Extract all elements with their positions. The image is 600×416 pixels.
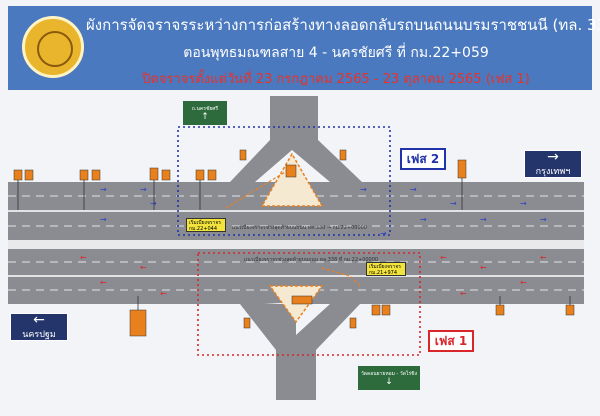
start-diversion-upper-km: กม.22+044 xyxy=(189,226,218,232)
svg-text:→: → xyxy=(380,229,387,238)
phase2-area xyxy=(177,126,391,236)
sign-to-bangkok: → กรุงเทพฯ xyxy=(524,150,582,178)
svg-text:→: → xyxy=(410,185,417,194)
upper-work-zone xyxy=(260,152,324,207)
phase2-label: เฟส 2 xyxy=(400,148,446,170)
closure-dates: ปิดจราจรตั้งแต่วันที่ 23 กรกฎาคม 2565 - … xyxy=(142,72,530,87)
sign-to-temple-label: วัดดอนยายหอม - วัดไร่ขิง xyxy=(360,370,418,377)
upper-span-note: แนวเบี่ยงจราจรช่วงสุดท้ายบนถนน ทล.338 → … xyxy=(232,225,367,231)
arrow-left-icon: ← xyxy=(33,312,45,328)
svg-text:→: → xyxy=(100,185,107,194)
svg-text:←: ← xyxy=(480,263,487,272)
svg-text:→: → xyxy=(100,215,107,224)
svg-text:→: → xyxy=(540,215,547,224)
svg-text:→: → xyxy=(420,215,427,224)
phase1-label: เฟส 1 xyxy=(428,330,474,352)
header-banner: ผังการจัดจราจรระหว่างการก่อสร้างทางลอดกล… xyxy=(8,6,600,90)
start-diversion-lower: เริ่มเบี่ยงจราจร กม.21+974 xyxy=(366,262,406,276)
arrow-right-icon: → xyxy=(547,149,559,165)
arrow-up-icon: ↑ xyxy=(201,111,209,122)
svg-text:←: ← xyxy=(160,289,167,298)
sign-to-temple: วัดดอนยายหอม - วัดไร่ขิง ↓ xyxy=(358,366,420,390)
svg-text:←: ← xyxy=(540,253,547,262)
svg-text:←: ← xyxy=(460,289,467,298)
arrow-down-icon: ↓ xyxy=(385,376,393,387)
svg-text:←: ← xyxy=(440,253,447,262)
median xyxy=(8,240,584,249)
start-diversion-lower-label: เริ่มเบี่ยงจราจร xyxy=(369,264,401,270)
svg-text:→: → xyxy=(360,185,367,194)
svg-text:→: → xyxy=(450,199,457,208)
sign-to-nakhon-chai-si-label: ถ.นครชัยศรี xyxy=(191,105,219,112)
start-diversion-lower-km: กม.21+974 xyxy=(369,270,398,276)
sign-to-nakhon-chai-si: ถ.นครชัยศรี ↑ xyxy=(183,101,227,125)
start-diversion-upper: เริ่มเบี่ยงจราจร กม.22+044 xyxy=(186,218,226,232)
svg-text:←: ← xyxy=(80,253,87,262)
svg-text:→: → xyxy=(140,185,147,194)
svg-text:→: → xyxy=(150,199,157,208)
upper-y-ramp xyxy=(230,96,362,182)
start-diversion-upper-label: เริ่มเบี่ยงจราจร xyxy=(189,220,221,226)
sign-to-nakhon-pathom: ← นครปฐม xyxy=(10,313,68,341)
svg-text:←: ← xyxy=(520,278,527,287)
svg-text:→: → xyxy=(480,215,487,224)
lower-y-ramp xyxy=(240,304,360,400)
svg-text:←: ← xyxy=(100,278,107,287)
lower-span-note: แนวเบี่ยงจราจรช่วงสุดท้ายบนถนน ทล.338 ที… xyxy=(244,257,379,263)
svg-text:←: ← xyxy=(140,263,147,272)
diagram-title: ผังการจัดจราจรระหว่างการก่อสร้างทางลอดกล… xyxy=(86,16,600,34)
diagram-subtitle: ตอนพุทธมณฑลสาย 4 - นครชัยศรี ที่ กม.22+0… xyxy=(183,45,489,61)
department-seal-logo xyxy=(22,16,84,78)
svg-text:→: → xyxy=(520,199,527,208)
phase1-area xyxy=(197,252,421,356)
sign-to-nakhon-pathom-label: นครปฐม xyxy=(22,330,56,340)
sign-to-bangkok-label: กรุงเทพฯ xyxy=(535,167,571,177)
